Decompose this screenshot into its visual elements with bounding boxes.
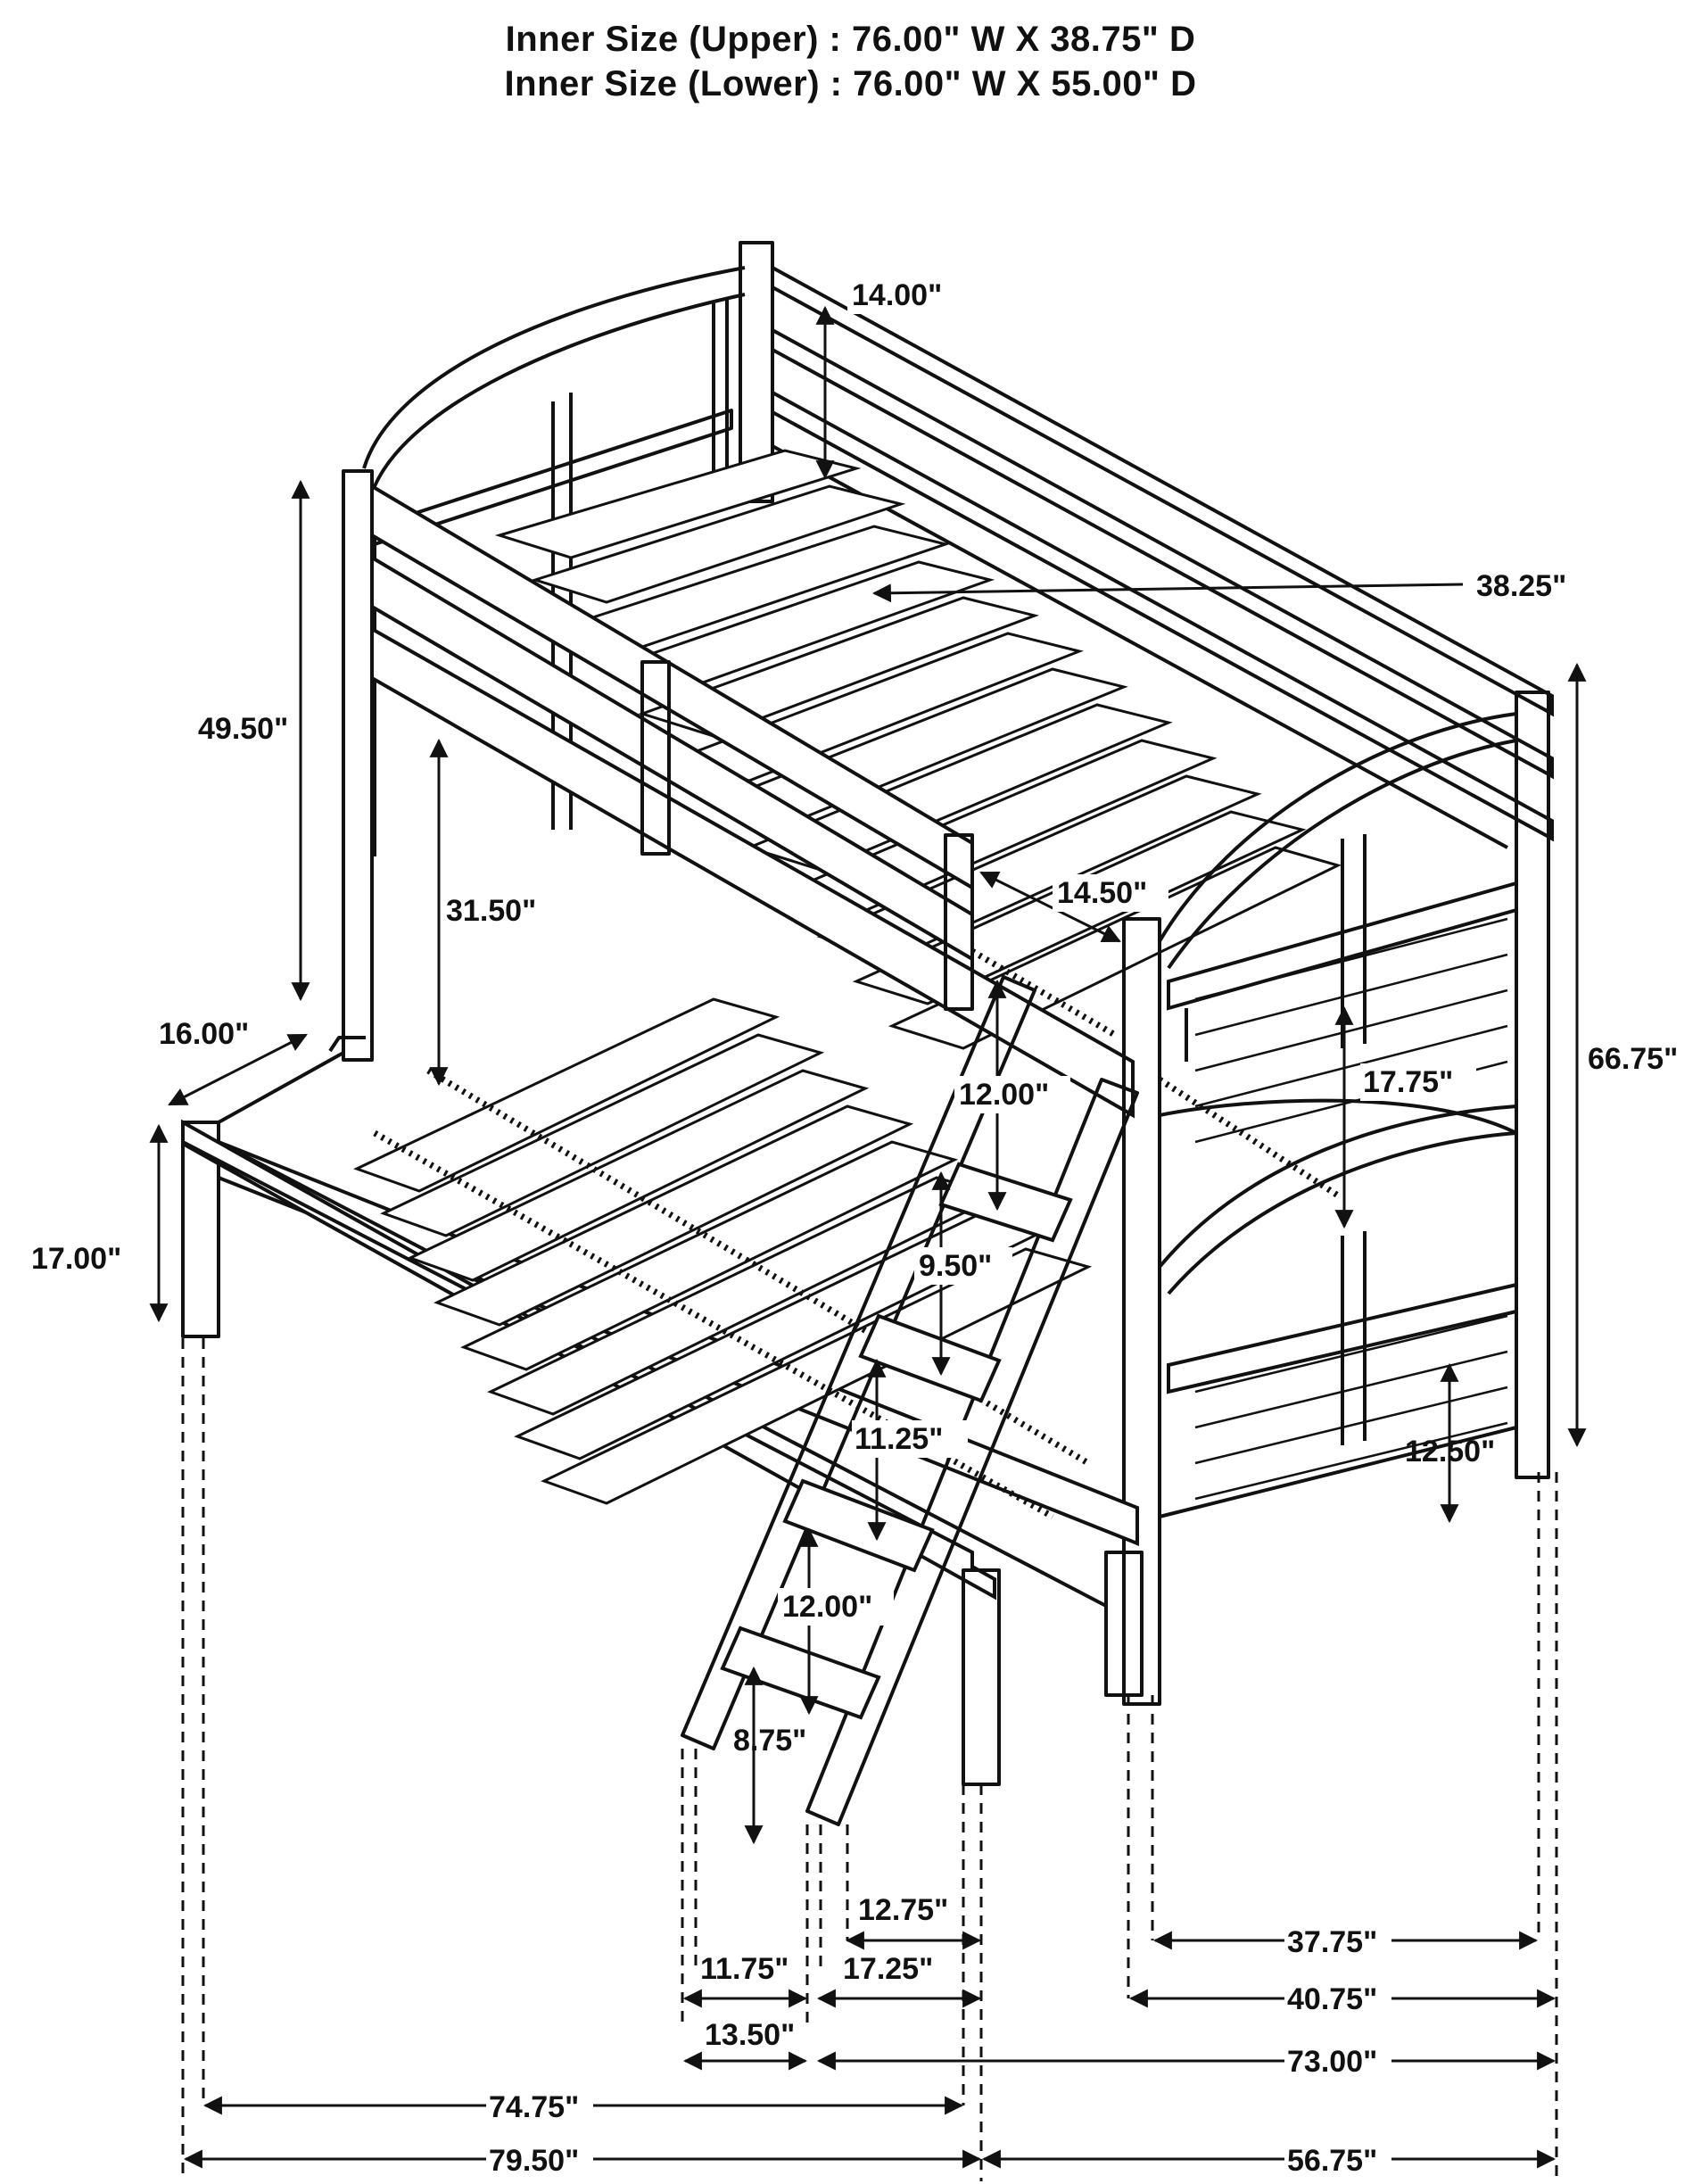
bed-line-art [181, 241, 1554, 1826]
dim-ladder-foot-width: 11.75" [700, 1952, 789, 1986]
lower-slats [353, 997, 1340, 1520]
dim-guard-rail-gap: 14.50" [1057, 876, 1147, 910]
dim-lower-rail-clearance: 12.50" [1405, 1435, 1495, 1468]
dim-ladder-step-offset: 9.50" [919, 1249, 992, 1283]
inner-size-lower-heading: Inner Size (Lower) : 76.00" W X 55.00" D [504, 64, 1197, 103]
dim-ladder-outer-width: 13.50" [705, 2018, 795, 2052]
dim-ladder-inset: 12.75" [858, 1893, 948, 1927]
inner-size-upper-heading: Inner Size (Upper) : 76.00" W X 38.75" D [505, 20, 1196, 59]
dim-upper-slat-span: 38.25" [1476, 569, 1566, 603]
dim-lower-deck-clearance: 17.75" [1363, 1065, 1453, 1099]
dim-ladder-step-spacing-bottom: 12.00" [782, 1590, 872, 1624]
dim-lower-length-from-ladder: 73.00" [1287, 2045, 1377, 2079]
ladder [681, 975, 1139, 1826]
dim-ladder-foot-height: 8.75" [733, 1724, 806, 1758]
dim-upper-guard-height: 14.00" [852, 278, 942, 312]
dim-overall-width: 56.75" [1287, 2144, 1377, 2178]
upper-front-guard-rail [342, 469, 1135, 1119]
dimension-labels: 14.00" 38.25" 49.50" 31.50" 14.50" 66.75… [31, 277, 1678, 2178]
dim-lower-inner-length: 74.75" [489, 2090, 579, 2124]
dim-post-to-upper-deck: 49.50" [198, 712, 288, 746]
dim-side-rail-offset: 16.00" [159, 1017, 249, 1051]
dim-headboard-outer-width: 40.75" [1287, 1982, 1377, 2016]
dim-lower-deck-height: 17.00" [31, 1242, 121, 1276]
dim-headboard-inner-width: 37.75" [1287, 1925, 1377, 1959]
dim-ladder-step-spacing-top: 12.00" [959, 1078, 1049, 1112]
dim-ladder-to-post: 17.25" [843, 1952, 933, 1986]
upper-back-rails [771, 264, 1554, 849]
dim-ladder-step-spacing-mid: 11.25" [855, 1422, 943, 1456]
front-right-corner-post [1104, 917, 1161, 1706]
dim-overall-length: 79.50" [489, 2144, 579, 2178]
lower-right-headboard [1158, 1104, 1518, 1518]
dim-overall-height: 66.75" [1588, 1042, 1678, 1076]
dim-upper-to-lower-clearance: 31.50" [446, 894, 536, 928]
